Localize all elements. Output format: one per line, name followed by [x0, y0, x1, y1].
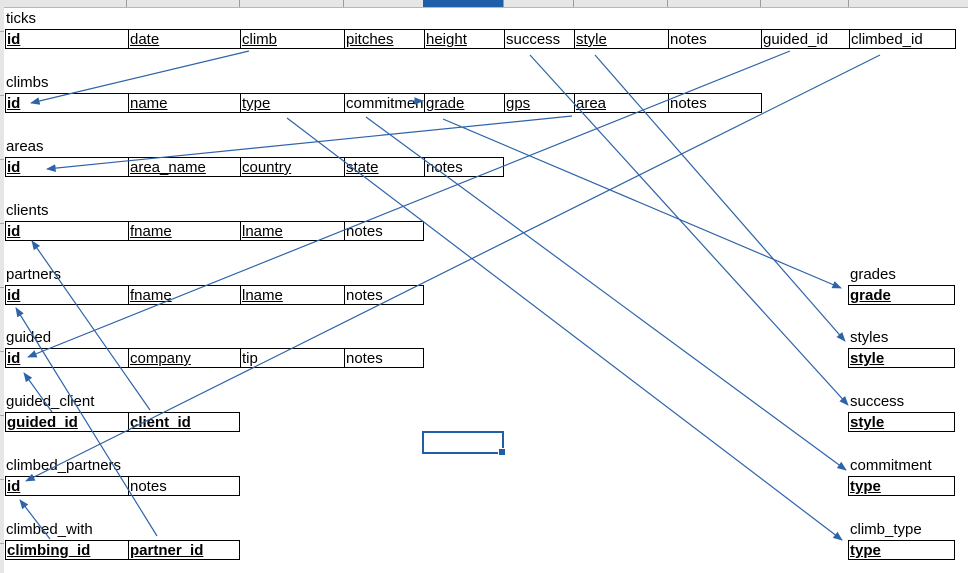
- partners-col-id[interactable]: id: [7, 287, 21, 304]
- climbs-col-commitment[interactable]: commitment: [344, 94, 424, 112]
- climbs-col-gps[interactable]: gps: [504, 94, 574, 112]
- table-title-guided-client: guided_client: [6, 393, 95, 410]
- table-title-climb-type: climb_type: [850, 521, 922, 538]
- table-title-success: success: [850, 393, 905, 410]
- table-clients: id fname lname notes: [5, 221, 424, 241]
- climbed-with-col-climbing-id[interactable]: climbing_id: [7, 542, 91, 559]
- ticks-col-style[interactable]: style: [574, 30, 668, 48]
- climb-type-col-type[interactable]: type: [850, 542, 881, 559]
- table-title-styles: styles: [850, 329, 889, 346]
- arrow-guided-client-to-guided-id: [23, 372, 53, 413]
- ticks-col-climbed-id[interactable]: climbed_id: [849, 30, 954, 48]
- table-title-partners: partners: [6, 266, 62, 283]
- climbs-col-notes[interactable]: notes: [668, 94, 760, 112]
- table-title-clients: clients: [6, 202, 49, 219]
- climbs-col-type[interactable]: type: [240, 94, 344, 112]
- table-areas: id area_name country state notes: [5, 157, 504, 177]
- arrow-climbed-with-climbing-id-to-climbed-partners-id: [19, 499, 51, 540]
- arrow-climbs-grade-to-grades: [442, 118, 842, 289]
- arrow-ticks-style-to-styles: [594, 54, 846, 342]
- ticks-col-guided-id[interactable]: guided_id: [761, 30, 849, 48]
- table-grades: grade: [848, 285, 955, 305]
- guided-col-notes[interactable]: notes: [344, 349, 422, 367]
- styles-col-style[interactable]: style: [850, 350, 885, 367]
- commitment-col-type[interactable]: type: [850, 478, 881, 495]
- ticks-col-climb[interactable]: climb: [240, 30, 344, 48]
- table-climbed-with: climbing_id partner_id: [5, 540, 240, 560]
- areas-col-notes[interactable]: notes: [424, 158, 502, 176]
- table-styles: style: [848, 348, 955, 368]
- table-title-climbed-with: climbed_with: [6, 521, 93, 538]
- arrow-climbs-type-to-climb-type: [286, 117, 843, 541]
- ticks-col-pitches[interactable]: pitches: [344, 30, 424, 48]
- table-title-ticks: ticks: [6, 10, 36, 27]
- table-climbed-partners: id notes: [5, 476, 240, 496]
- guided-col-id[interactable]: id: [7, 350, 21, 367]
- table-guided: id company tip notes: [5, 348, 424, 368]
- column-header-bar: [0, 0, 968, 8]
- arrow-ticks-climbed-id-to-climbed-partners-id: [25, 54, 881, 482]
- clients-col-lname[interactable]: lname: [240, 222, 344, 240]
- climbs-col-name[interactable]: name: [128, 94, 240, 112]
- climbs-col-area[interactable]: area: [574, 94, 668, 112]
- table-partners: id fname lname notes: [5, 285, 424, 305]
- partners-col-notes[interactable]: notes: [344, 286, 422, 304]
- partners-col-fname[interactable]: fname: [128, 286, 240, 304]
- arrow-climbs-area-to-areas-id: [46, 115, 573, 172]
- climbed-with-col-partner-id[interactable]: partner_id: [128, 541, 238, 559]
- table-title-guided: guided: [6, 329, 52, 346]
- areas-col-id[interactable]: id: [7, 159, 21, 176]
- arrow-climbed-with-partner-id-to-partners-id: [15, 307, 158, 537]
- table-climbs: id name type commitment grade gps area n…: [5, 93, 762, 113]
- clients-col-notes[interactable]: notes: [344, 222, 422, 240]
- climbed-partners-col-notes[interactable]: notes: [128, 477, 238, 495]
- areas-col-state[interactable]: state: [344, 158, 424, 176]
- table-commitment: type: [848, 476, 955, 496]
- guided-col-tip[interactable]: tip: [240, 349, 344, 367]
- table-title-climbs: climbs: [6, 74, 49, 91]
- table-ticks: id date climb pitches height success sty…: [5, 29, 956, 49]
- guided-client-col-guided-id[interactable]: guided_id: [7, 414, 78, 431]
- fill-handle[interactable]: [498, 448, 506, 456]
- climbs-col-id[interactable]: id: [7, 95, 21, 112]
- table-title-areas: areas: [6, 138, 44, 155]
- climbs-col-grade[interactable]: grade: [424, 94, 504, 112]
- table-guided-client: guided_id client_id: [5, 412, 240, 432]
- row-header-gutter: [0, 7, 4, 573]
- selected-cell[interactable]: [422, 431, 506, 456]
- arrow-climbs-commitment-to-commitment: [365, 116, 847, 471]
- ticks-col-notes[interactable]: notes: [668, 30, 761, 48]
- success-col-style[interactable]: style: [850, 414, 885, 431]
- areas-col-country[interactable]: country: [240, 158, 344, 176]
- ticks-col-success[interactable]: success: [504, 30, 574, 48]
- table-climb-type: type: [848, 540, 955, 560]
- ticks-col-date[interactable]: date: [128, 30, 240, 48]
- table-success: style: [848, 412, 955, 432]
- partners-col-lname[interactable]: lname: [240, 286, 344, 304]
- areas-col-area-name[interactable]: area_name: [128, 158, 240, 176]
- guided-col-company[interactable]: company: [128, 349, 240, 367]
- arrow-ticks-guided-id-to-guided-id: [27, 50, 791, 358]
- arrow-ticks-success-to-success: [529, 54, 849, 406]
- grades-col-grade[interactable]: grade: [850, 287, 891, 304]
- arrow-ticks-climb-to-climbs-id: [30, 50, 250, 105]
- selected-column-indicator: [423, 0, 503, 7]
- clients-col-fname[interactable]: fname: [128, 222, 240, 240]
- arrow-guided-client-client-id-to-clients-id: [31, 240, 151, 411]
- clients-col-id[interactable]: id: [7, 223, 21, 240]
- climbed-partners-col-id[interactable]: id: [7, 478, 21, 495]
- table-title-climbed-partners: climbed_partners: [6, 457, 122, 474]
- ticks-col-id[interactable]: id: [7, 31, 21, 48]
- table-title-commitment: commitment: [850, 457, 932, 474]
- guided-client-col-client-id[interactable]: client_id: [128, 413, 238, 431]
- ticks-col-height[interactable]: height: [424, 30, 504, 48]
- table-title-grades: grades: [850, 266, 896, 283]
